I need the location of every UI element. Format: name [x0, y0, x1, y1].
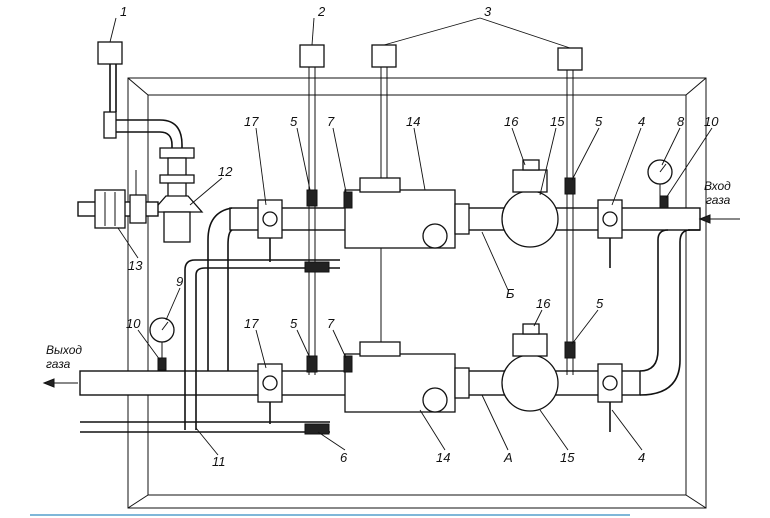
callout-4-lower: 4 — [638, 450, 645, 465]
outlet-caption-line2: газа — [46, 357, 71, 371]
callout-16-upper: 16 — [504, 114, 519, 129]
gas-filters — [501, 159, 559, 412]
sampling-taps — [157, 177, 669, 435]
callout-17-upper: 17 — [244, 114, 259, 129]
callout-5-lower-left: 5 — [290, 316, 298, 331]
callout-labels: 1 2 3 17 5 7 14 16 15 5 4 8 10 12 13 9 1… — [120, 4, 719, 469]
callout-14-lower: 14 — [436, 450, 450, 465]
pressure-regulators — [344, 177, 470, 413]
callout-7-upper: 7 — [327, 114, 335, 129]
flow-arrows — [42, 214, 740, 388]
callout-1: 1 — [120, 4, 127, 19]
bottom-accent-rule — [30, 514, 630, 516]
callout-15-upper: 15 — [550, 114, 565, 129]
callout-17-lower: 17 — [244, 316, 259, 331]
relief-vent-assembly — [77, 41, 204, 243]
callout-5-lower-right: 5 — [596, 296, 604, 311]
leader-lines — [109, 17, 713, 456]
pressure-gauges — [149, 159, 673, 371]
valves — [257, 199, 623, 432]
callout-16-lower: 16 — [536, 296, 551, 311]
callout-10-lower: 10 — [126, 316, 141, 331]
callout-6: 6 — [340, 450, 348, 465]
callout-line-b: Б — [506, 286, 515, 301]
callout-8: 8 — [677, 114, 685, 129]
bypass-pipe — [80, 259, 340, 433]
inlet-caption-line1: Вход — [704, 179, 731, 193]
callout-4-upper: 4 — [638, 114, 645, 129]
callout-13: 13 — [128, 258, 143, 273]
callout-12: 12 — [218, 164, 233, 179]
callout-2: 2 — [317, 4, 326, 19]
instrument-tubes — [299, 44, 583, 375]
callout-11: 11 — [212, 454, 226, 469]
inlet-caption-line2: газа — [706, 193, 731, 207]
callout-7-lower: 7 — [327, 316, 335, 331]
callout-line-a: А — [503, 450, 513, 465]
callout-9: 9 — [176, 274, 183, 289]
flow-captions: Вход газа Выход газа — [46, 179, 731, 371]
callout-3: 3 — [484, 4, 492, 19]
cabinet-frame — [127, 77, 707, 509]
outlet-caption-line1: Выход — [46, 343, 82, 357]
callout-5-upper-left: 5 — [290, 114, 298, 129]
callout-5-upper-right: 5 — [595, 114, 603, 129]
callout-15-lower: 15 — [560, 450, 575, 465]
callout-10-upper: 10 — [704, 114, 719, 129]
callout-14-upper: 14 — [406, 114, 420, 129]
